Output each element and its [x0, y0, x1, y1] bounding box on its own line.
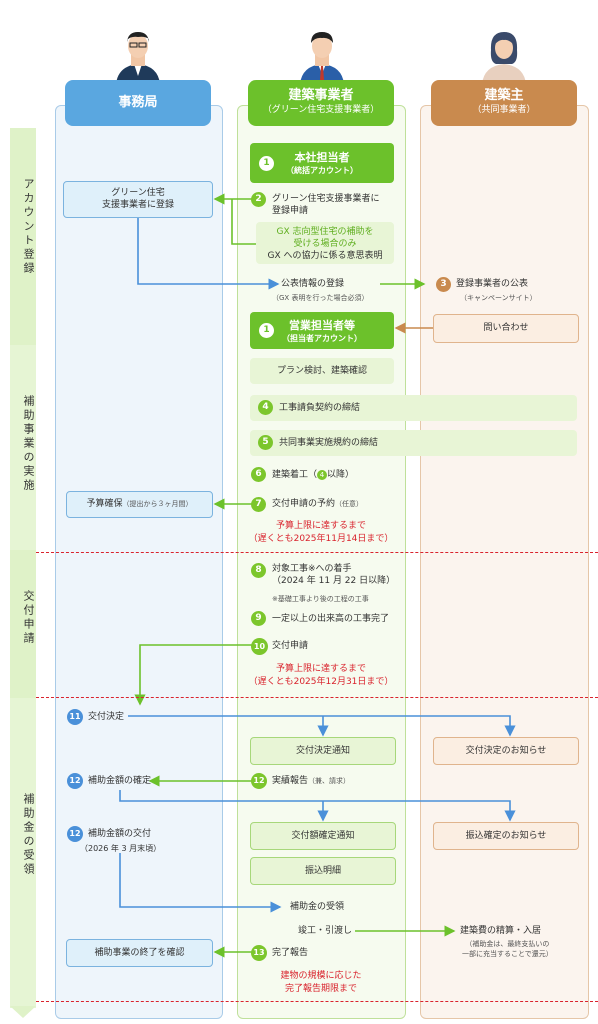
step-10-number: 10 — [251, 638, 268, 655]
decision-notice-owner: 交付決定のお知らせ — [433, 737, 579, 765]
header-builder: 建築事業者 （グリーン住宅支援事業者） — [248, 80, 394, 126]
settle-sub: （補助金は、最終支払いの 一部に充当することで還元） — [462, 940, 553, 958]
step-8-note: ※基礎工事より後の工程の工事 — [272, 595, 369, 603]
amount-notice-builder: 交付額確定通知 — [250, 822, 396, 850]
divider-2 — [36, 697, 598, 698]
step-12b-text: 実績報告（兼、請求） — [272, 776, 351, 786]
deadline-2: 予算上限に達するまで （遅くとも2025年12月31日まで） — [248, 664, 394, 687]
step-7-number: 7 — [251, 497, 266, 512]
transfer-notice-owner: 振込確定のお知らせ — [433, 822, 579, 850]
step-4-box: 4 工事請負契約の締結 — [250, 395, 577, 421]
step-6-number: 6 — [251, 467, 266, 482]
step-12c-number: 12 — [67, 826, 83, 842]
step-12c-sub: （2026 年 3 月末頃） — [80, 844, 162, 853]
receive-text: 補助金の受領 — [290, 902, 345, 912]
step-13-number: 13 — [251, 945, 267, 961]
budget-box: 予算確保（提出から３ヶ月間） — [66, 491, 213, 518]
decision-notice-builder: 交付決定通知 — [250, 737, 396, 765]
deadline-3: 建物の規模に応じた 完了報告期限まで — [280, 971, 362, 994]
step-3-number: 3 — [436, 277, 451, 292]
step-9-number: 9 — [251, 611, 266, 626]
step-9-text: 一定以上の出来高の工事完了 — [272, 614, 390, 624]
end-confirm-box: 補助事業の終了を確認 — [66, 939, 213, 967]
divider-3 — [36, 1001, 598, 1002]
inquiry-box: 問い合わせ — [433, 314, 579, 343]
step-12a-number: 12 — [67, 773, 83, 789]
step-3-sub: （キャンペーンサイト） — [460, 294, 537, 302]
phase-account: アカウント登録 — [10, 128, 36, 345]
step-2-text: グリーン住宅支援事業者に 登録申請 — [272, 194, 380, 216]
handover-text: 竣工・引渡し — [298, 926, 353, 936]
step-10-text: 交付申請 — [272, 641, 309, 651]
public-info-sub: （GX 表明を行った場合必須） — [272, 294, 369, 302]
step-12a-text: 補助金額の確定 — [88, 776, 152, 786]
step-12b-number: 12 — [251, 773, 267, 789]
step-3-text: 登録事業者の公表 — [456, 279, 529, 289]
lane-secretariat — [55, 105, 223, 1019]
step-11-number: 11 — [67, 709, 83, 725]
phase-arrow-tip — [10, 1006, 36, 1018]
avatar-secretariat — [116, 32, 160, 84]
phase-implementation: 補助事業の実施 — [10, 345, 36, 550]
step-8-number: 8 — [251, 563, 266, 578]
plan-box: プラン検討、建築確認 — [250, 358, 394, 384]
avatar-builder — [300, 32, 344, 84]
phase-receipt: 補助金の受領 — [10, 698, 36, 1008]
header-owner: 建築主 （共同事業者） — [431, 80, 577, 126]
deadline-1: 予算上限に達するまで （遅くとも2025年11月14日まで） — [248, 521, 394, 544]
public-info-text: 公表情報の登録 — [281, 279, 345, 289]
gx-box: GX 志向型住宅の補助を 受ける場合のみ GX への協力に係る意思表明 — [256, 222, 394, 264]
statement-box: 振込明細 — [250, 857, 396, 885]
sales-account: 1 営業担当者等 （担当者アカウント） — [250, 312, 394, 349]
phase-application: 交付申請 — [10, 550, 36, 698]
step-11-text: 交付決定 — [88, 712, 125, 722]
step-13-text: 完了報告 — [272, 948, 309, 958]
avatar-owner — [482, 32, 526, 84]
step-5-box: 5 共同事業実施規約の締結 — [250, 430, 577, 456]
step-12c-text: 補助金額の交付 — [88, 829, 152, 839]
step-7-text: 交付申請の予約（任意） — [272, 499, 364, 509]
header-secretariat: 事務局 — [65, 80, 211, 126]
lane-owner — [420, 105, 589, 1019]
step-8-text: 対象工事※への着手 （2024 年 11 月 22 日以降） — [272, 564, 396, 586]
step-2-number: 2 — [251, 192, 266, 207]
settle-text: 建築費の精算・入居 — [460, 926, 542, 936]
head-office-account: 1 本社担当者 （統括アカウント） — [250, 143, 394, 183]
registration-box: グリーン住宅支援事業者に登録 — [63, 181, 213, 218]
divider-1 — [36, 552, 598, 553]
